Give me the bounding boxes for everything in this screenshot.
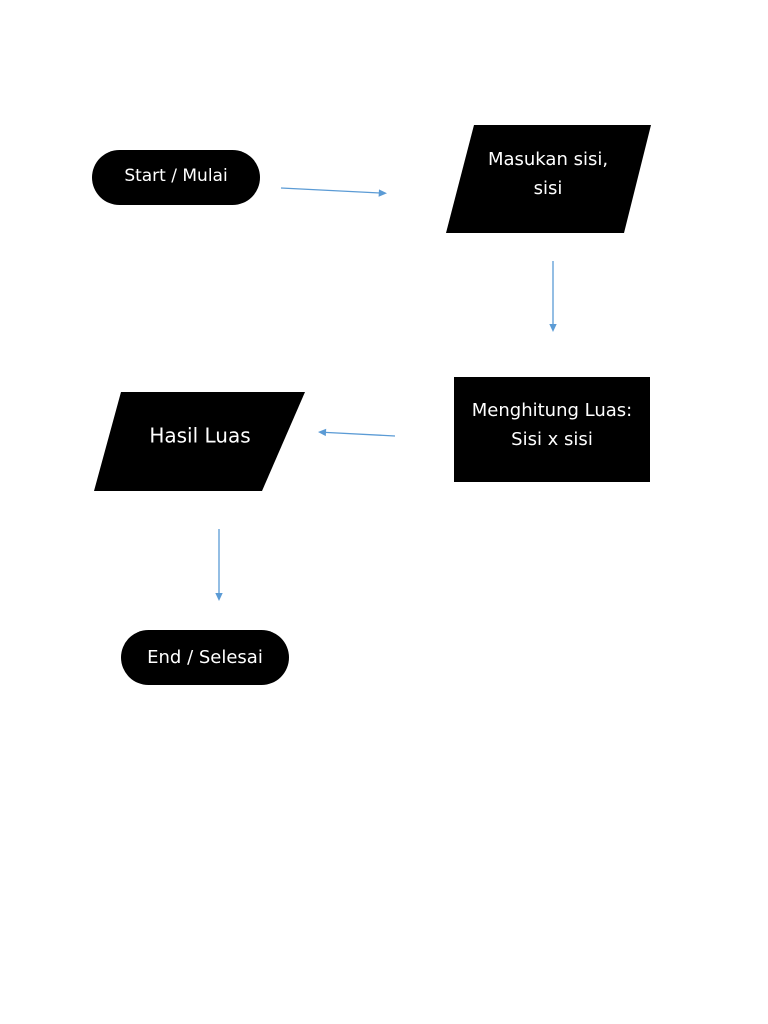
start-terminator-shape [92, 150, 260, 205]
output-label: Hasil Luas [149, 424, 250, 448]
arrowhead [378, 189, 387, 197]
arrowhead [549, 324, 557, 332]
connector-start-to-input [280, 187, 387, 197]
connector-output-to-end [215, 529, 223, 601]
process-rectangle [454, 377, 650, 482]
start-terminator: Start / Mulai [92, 150, 260, 205]
end-terminator: End / Selesai [121, 630, 289, 685]
arrowhead [318, 428, 327, 437]
end-terminator-shape [121, 630, 289, 685]
process-label-line-2: Sisi x sisi [511, 429, 593, 450]
input-parallelogram [446, 125, 651, 233]
input-label-line-2: sisi [534, 178, 563, 199]
end-terminator-label: End / Selesai [147, 647, 263, 668]
process-label-line-1: Menghitung Luas: [472, 400, 632, 421]
output-parallelogram [94, 392, 305, 491]
input-label-line-1: Masukan sisi, [488, 149, 608, 170]
output-data-shape: Hasil Luas [94, 392, 305, 491]
start-terminator-label: Start / Mulai [124, 166, 227, 186]
connector-process-to-output [318, 428, 396, 437]
arrowhead [215, 593, 223, 601]
connector-input-to-process [549, 261, 557, 332]
process-shape: Menghitung Luas: Sisi x sisi [454, 377, 650, 482]
input-data-shape: Masukan sisi, sisi [446, 125, 651, 233]
